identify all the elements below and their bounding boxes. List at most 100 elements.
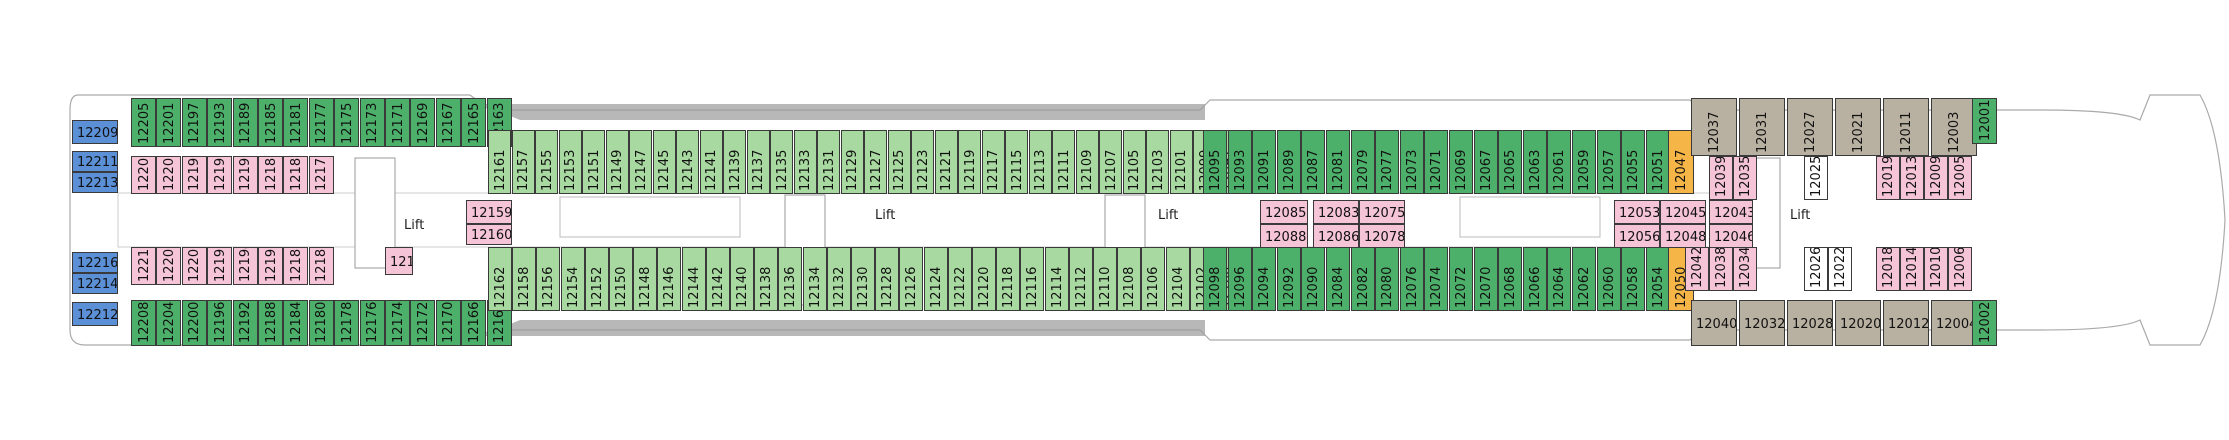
cabin-12065[interactable]: 12065 <box>1498 130 1523 194</box>
cabin-12014[interactable]: 12014 <box>1900 247 1924 291</box>
cabin-12072[interactable]: 12072 <box>1449 247 1473 311</box>
cabin-12168[interactable]: 12168 <box>385 247 413 275</box>
cabin-12063[interactable]: 12063 <box>1522 130 1547 194</box>
cabin-12086[interactable]: 12086 <box>1313 224 1359 248</box>
cabin-12139[interactable]: 12139 <box>723 130 746 194</box>
cabin-12057[interactable]: 12057 <box>1596 130 1621 194</box>
cabin-12071[interactable]: 12071 <box>1424 130 1449 194</box>
cabin-12144[interactable]: 12144 <box>681 247 706 311</box>
cabin-12194[interactable]: 12194 <box>232 247 258 285</box>
cabin-12118[interactable]: 12118 <box>996 247 1021 311</box>
cabin-12178[interactable]: 12178 <box>334 300 360 346</box>
cabin-12185[interactable]: 12185 <box>258 98 283 147</box>
cabin-12045[interactable]: 12045 <box>1660 200 1706 224</box>
cabin-12137[interactable]: 12137 <box>746 130 770 194</box>
cabin-12039[interactable]: 12039 <box>1709 156 1733 200</box>
cabin-12075[interactable]: 12075 <box>1359 200 1405 224</box>
cabin-12079[interactable]: 12079 <box>1350 130 1375 194</box>
cabin-12080[interactable]: 12080 <box>1375 247 1400 311</box>
cabin-12009[interactable]: 12009 <box>1924 156 1948 200</box>
cabin-12035[interactable]: 12035 <box>1733 156 1757 200</box>
cabin-12084[interactable]: 12084 <box>1326 247 1350 311</box>
cabin-12172[interactable]: 12172 <box>410 300 436 346</box>
cabin-12010[interactable]: 12010 <box>1924 247 1948 291</box>
cabin-12211[interactable]: 12211 <box>72 151 118 172</box>
cabin-12028[interactable]: 12028 <box>1787 300 1833 346</box>
cabin-12066[interactable]: 12066 <box>1522 247 1547 311</box>
cabin-12003[interactable]: 12003 <box>1931 98 1977 156</box>
cabin-12129[interactable]: 12129 <box>840 130 864 194</box>
cabin-12060[interactable]: 12060 <box>1596 247 1621 311</box>
cabin-12181[interactable]: 12181 <box>283 98 309 147</box>
cabin-12203[interactable]: 12203 <box>156 156 182 194</box>
cabin-12103[interactable]: 12103 <box>1146 130 1169 194</box>
cabin-12175[interactable]: 12175 <box>334 98 360 147</box>
cabin-12114[interactable]: 12114 <box>1044 247 1069 311</box>
cabin-12214[interactable]: 12214 <box>72 273 118 294</box>
cabin-12216[interactable]: 12216 <box>72 252 118 273</box>
cabin-12150[interactable]: 12150 <box>609 247 633 311</box>
cabin-12115[interactable]: 12115 <box>1005 130 1028 194</box>
cabin-12153[interactable]: 12153 <box>558 130 582 194</box>
cabin-12042[interactable]: 12042 <box>1685 247 1709 291</box>
cabin-12081[interactable]: 12081 <box>1326 130 1350 194</box>
cabin-12124[interactable]: 12124 <box>923 247 948 311</box>
cabin-12204[interactable]: 12204 <box>156 300 182 346</box>
cabin-12012[interactable]: 12012 <box>1883 300 1929 346</box>
cabin-12128[interactable]: 12128 <box>875 247 900 311</box>
cabin-12125[interactable]: 12125 <box>887 130 911 194</box>
cabin-12078[interactable]: 12078 <box>1359 224 1405 248</box>
cabin-12188[interactable]: 12188 <box>258 300 283 346</box>
cabin-12101[interactable]: 12101 <box>1169 130 1193 194</box>
cabin-12184[interactable]: 12184 <box>283 300 309 346</box>
cabin-12189[interactable]: 12189 <box>232 98 258 147</box>
cabin-12207[interactable]: 12207 <box>131 156 156 194</box>
cabin-12122[interactable]: 12122 <box>947 247 972 311</box>
cabin-12130[interactable]: 12130 <box>851 247 875 311</box>
cabin-12170[interactable]: 12170 <box>435 300 461 346</box>
cabin-12145[interactable]: 12145 <box>652 130 676 194</box>
cabin-12004[interactable]: 12004 <box>1931 300 1977 346</box>
cabin-12089[interactable]: 12089 <box>1276 130 1301 194</box>
cabin-12110[interactable]: 12110 <box>1093 247 1117 311</box>
cabin-12187[interactable]: 12187 <box>258 156 283 194</box>
cabin-12162[interactable]: 12162 <box>488 247 512 311</box>
cabin-12053[interactable]: 12053 <box>1614 200 1660 224</box>
cabin-12199[interactable]: 12199 <box>181 156 207 194</box>
cabin-12037[interactable]: 12037 <box>1691 98 1737 156</box>
cabin-12158[interactable]: 12158 <box>512 247 537 311</box>
cabin-12018[interactable]: 12018 <box>1876 247 1900 291</box>
cabin-12212[interactable]: 12212 <box>72 302 118 326</box>
cabin-12165[interactable]: 12165 <box>461 98 487 147</box>
cabin-12088[interactable]: 12088 <box>1260 224 1308 248</box>
cabin-12040[interactable]: 12040 <box>1691 300 1737 346</box>
cabin-12062[interactable]: 12062 <box>1572 247 1596 311</box>
cabin-12117[interactable]: 12117 <box>981 130 1005 194</box>
cabin-12133[interactable]: 12133 <box>793 130 817 194</box>
cabin-12031[interactable]: 12031 <box>1739 98 1785 156</box>
cabin-12107[interactable]: 12107 <box>1099 130 1122 194</box>
cabin-12208[interactable]: 12208 <box>131 300 156 346</box>
cabin-12213[interactable]: 12213 <box>72 172 118 193</box>
cabin-12038[interactable]: 12038 <box>1709 247 1733 291</box>
cabin-12043[interactable]: 12043 <box>1709 200 1753 224</box>
cabin-12013[interactable]: 12013 <box>1900 156 1924 200</box>
cabin-12156[interactable]: 12156 <box>536 247 561 311</box>
cabin-12183[interactable]: 12183 <box>283 156 309 194</box>
cabin-12191[interactable]: 12191 <box>232 156 258 194</box>
cabin-12206[interactable]: 12206 <box>156 247 182 285</box>
cabin-12026[interactable]: 12026 <box>1804 247 1828 291</box>
cabin-12173[interactable]: 12173 <box>359 98 385 147</box>
cabin-12120[interactable]: 12120 <box>972 247 996 311</box>
cabin-12092[interactable]: 12092 <box>1276 247 1301 311</box>
cabin-12090[interactable]: 12090 <box>1301 247 1326 311</box>
cabin-12135[interactable]: 12135 <box>770 130 793 194</box>
cabin-12001[interactable]: 12001 <box>1972 98 1997 144</box>
cabin-12205[interactable]: 12205 <box>131 98 156 147</box>
cabin-12140[interactable]: 12140 <box>730 247 754 311</box>
cabin-12056[interactable]: 12056 <box>1614 224 1660 248</box>
cabin-12109[interactable]: 12109 <box>1075 130 1099 194</box>
cabin-12198[interactable]: 12198 <box>207 247 233 285</box>
cabin-12209[interactable]: 12209 <box>72 120 118 144</box>
cabin-12121[interactable]: 12121 <box>934 130 958 194</box>
